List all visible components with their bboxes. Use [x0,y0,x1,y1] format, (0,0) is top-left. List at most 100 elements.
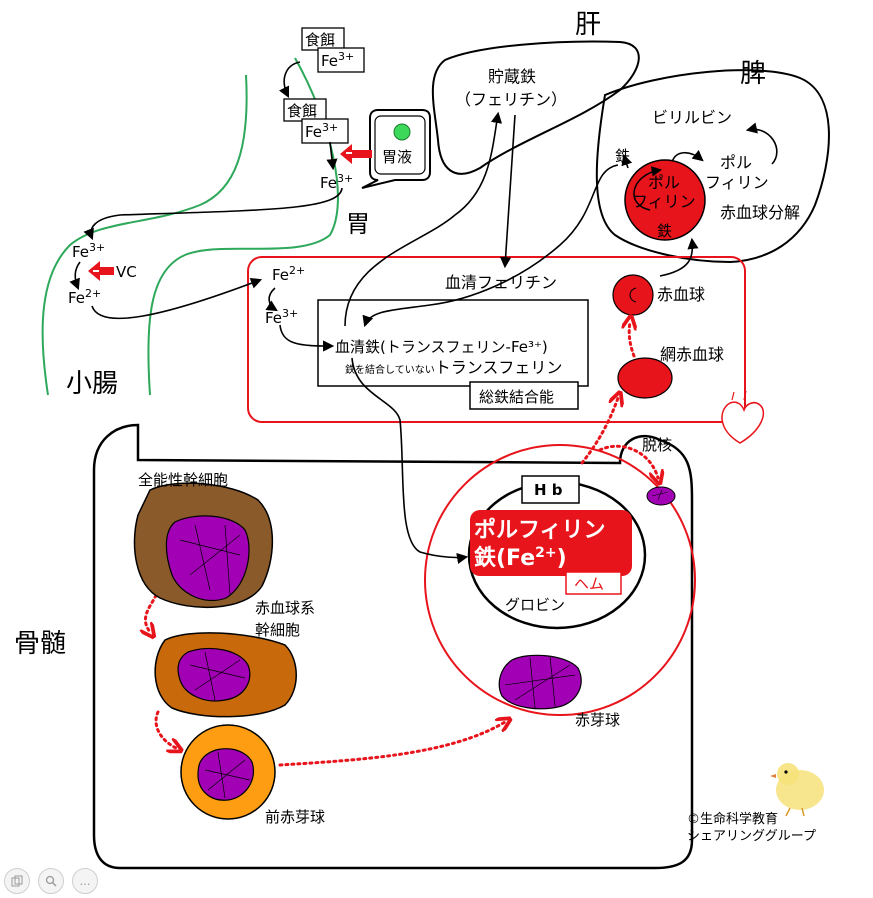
pluripotent-chromatin [179,524,241,596]
unbound-transferrin-label: 鉄を結合していないトランスフェリン [345,358,562,377]
arrow-storage-to-serum-ferritin [500,114,516,269]
copy-icon[interactable] [4,868,30,894]
blood-fe2-label: Fe2+ [272,264,305,284]
rbc-mark [629,287,637,303]
credit-line2: シェアリンググループ [687,829,816,844]
spleen-rbc-arrow [633,166,663,211]
more-icon[interactable]: … [72,868,98,894]
blood-fe3-label: Fe3+ [265,307,298,327]
bilirubin-label: ビリルビン [652,108,732,127]
extruded-nucleus [646,486,676,506]
erythroid-nucleus [177,647,251,702]
arrow-spleen-iron-to-serum [362,164,619,328]
green-dot-icon [393,123,411,141]
gi-tract-left [41,74,248,396]
arrow-rbc-to-spleen [659,237,699,277]
ferritin-label: （フェリチン） [455,90,567,109]
dotted-arrow-reticulocyte-to-rbc [629,322,634,358]
vc-arrow-icon [88,261,114,281]
arrow-fe3-to-fe2 [69,261,81,291]
intestine-fe2-label: Fe2+ [68,287,101,307]
spleen-rbc [624,159,706,241]
cell-porphyrin-line2: フィリン [632,192,696,211]
pluripotent-nucleus [165,515,250,602]
hb-box [521,475,580,504]
dotted-arrow-pro-to-erythroblast [278,722,505,767]
globin-label: グロビン [505,596,565,614]
storage-iron-label: 貯蔵鉄 [488,67,536,86]
heme-label-box [565,571,622,595]
arrow-absorption [91,277,263,320]
serum-iron-box [317,299,589,387]
small-intestine-label: 小腸 [66,369,118,399]
pluripotent-stem-cell-label: 全能性幹細胞 [138,471,228,489]
arrow-iron-out [621,153,633,169]
food-2-label: 食餌 [287,102,317,120]
stomach-label: 胃 [346,210,370,238]
rbc-circle [612,274,654,316]
arrow-to-porphyrin [671,149,704,163]
tibc-box [469,381,579,410]
erythroblast-cell [424,444,696,716]
gastric-juice-label: 胃液 [382,148,412,166]
heart-icon [721,390,765,444]
zoom-icon[interactable] [38,868,64,894]
erythroid-stem-line2: 幹細胞 [255,621,300,639]
fe3-box-1 [317,47,365,73]
tibc-label: 総鉄結合能 [479,388,554,406]
rbc-breakdown-label: 赤血球分解 [720,203,800,222]
gastric-juice-inner [374,115,426,175]
fe3-box-2 [301,118,349,144]
porphyrin-line2: フィリン [705,173,769,192]
blood-box [247,256,746,423]
vc-label: VC [116,263,137,281]
serum-ferritin-label: 血清フェリチン [445,273,557,292]
proerythroblast-label: 前赤芽球 [265,808,325,826]
bone-marrow-label: 骨髄 [14,629,66,659]
bone-marrow-outline [92,423,694,870]
fe3-3-label: Fe3+ [320,172,353,192]
arrow-stomach-to-intestine [83,187,343,241]
cell-iron-label: 鉄 [657,222,672,240]
credit-line1: ©生命科学教育 [687,811,778,827]
arrow-to-bilirubin [745,122,778,165]
rbc-label: 赤血球 [657,285,705,304]
reticulocyte-label: 網赤血球 [660,345,724,364]
fe3-1-label: Fe3+ [321,50,354,70]
gastric-acid-arrow-icon [340,144,372,164]
liver-label: 肝 [575,10,601,40]
chick-logo [770,763,824,817]
heme-porphyrin-label: ポルフィリン [474,517,606,543]
arrow-to-bone-marrow [351,357,469,564]
erythroid-chromatin [189,651,246,701]
heme-iron-label: 鉄(Fe2+) [474,545,567,571]
dotted-arrow-enucleation [598,444,658,478]
more-icon-label: … [79,874,91,888]
hb-label: H b [534,481,563,499]
erythroblast-nucleus [498,654,582,710]
arrow-food-down [278,61,301,99]
serum-iron-label: 血清鉄(トランスフェリン-Fe³⁺) [335,338,548,356]
erythroid-stem-line1: 赤血球系 [255,599,315,617]
arrow-fe2-to-fe3 [265,287,278,312]
intestine-fe3-label: Fe3+ [72,241,105,261]
liver-outline [431,40,640,175]
arrow-to-storage [344,111,503,327]
spleen-outline [595,69,830,264]
arrow-to-serum-iron [279,324,335,352]
cell-porphyrin-line1: ポル [648,173,680,192]
fe3-2-label: Fe3+ [305,121,338,141]
gi-tract-right [147,57,339,396]
food-1-label: 食餌 [305,31,335,49]
enucleation-label: 脱核 [642,436,672,454]
erythroblast-chromatin [504,655,576,709]
spleen-label: 脾 [740,59,766,89]
porphyrin-line1: ポル [720,153,752,172]
extruded-nucleus-lines [651,489,669,501]
heme-label: ヘム [574,575,604,593]
proerythroblast-chromatin [204,751,251,799]
reticulocyte-oval [617,357,673,399]
dotted-arrow-erythroblast-to-reticulocyte [580,398,618,465]
erythroblast-label: 赤芽球 [575,711,620,729]
viewer-toolbar: … [4,868,98,894]
